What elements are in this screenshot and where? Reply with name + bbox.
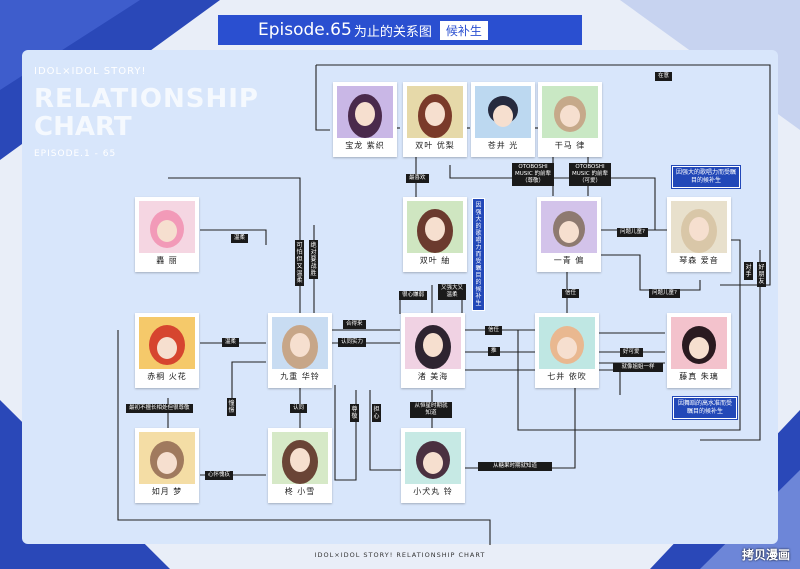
character-name: 苍井 光: [487, 141, 519, 150]
character-name: 小犬丸 铃: [413, 487, 453, 496]
character-name: 七井 依吹: [547, 372, 587, 381]
title-bar: Episode.65 为止的关系图 候补生: [218, 15, 582, 45]
label-tui: 推: [488, 347, 500, 356]
label-danxin: 担心: [372, 404, 381, 422]
label-chongbai: 憧憬: [227, 398, 236, 416]
label-wentiertong-qinsen: 问题儿童?: [617, 228, 648, 237]
portrait: [407, 201, 463, 253]
note-zhou-candidate: 因强大的歌唱力而受瞩目的候补生: [472, 198, 485, 311]
portrait: [475, 86, 531, 138]
character-name: 藤真 朱璃: [679, 372, 719, 381]
note-qinsen-candidate: 因强大的歌唱力而受瞩目的候补生: [671, 165, 741, 189]
portrait: [541, 201, 597, 253]
label-juedui: 绝对要战胜: [309, 240, 318, 279]
title-suffix: 为止的关系图: [353, 24, 432, 40]
character-card-xiaoquan: 小犬丸 铃: [401, 428, 465, 503]
portrait: [539, 317, 595, 369]
label-hendanxin: 很心嫌弱: [399, 291, 428, 300]
label-renke: 认同: [290, 404, 308, 413]
character-name: 干马 律: [554, 141, 586, 150]
note-tengzhen-candidate: 因舞蹈的高水准而受瞩目的候补生: [672, 396, 738, 420]
label-zuichubu: 最初不擅长相处但很尊敬: [126, 404, 193, 413]
label-congjiaoshi: 从糖果时期就知道: [478, 462, 552, 471]
portrait: [139, 201, 195, 253]
label-congbaowei: 从恒星时期就知道: [410, 402, 452, 418]
label-renkeshili: 认同实力: [338, 338, 367, 347]
character-name: 九重 华铃: [280, 372, 320, 381]
label-hedelai: 合得来: [343, 320, 366, 329]
portrait: [405, 317, 461, 369]
character-card-chitong: 赤桐 火花: [135, 313, 199, 388]
label-wenrou-chitong: 温柔: [222, 338, 240, 347]
label-xinren-yiqing: 信任: [562, 289, 580, 298]
character-card-yiqing: 一青 偏: [537, 197, 601, 272]
character-card-jiuzhong: 九重 华铃: [268, 313, 332, 388]
portrait: [139, 317, 195, 369]
character-name: 如月 梦: [151, 487, 183, 496]
character-card-canjing: 苍井 光: [471, 82, 535, 157]
character-name: 琴森 爱音: [679, 256, 719, 265]
side-title-relationship: RELATIONSHIP: [34, 84, 259, 114]
character-name: 柊 小雪: [284, 487, 316, 496]
character-name: 赤桐 火花: [147, 372, 187, 381]
label-keai: 好可爱: [620, 348, 643, 357]
portrait: [405, 432, 461, 484]
side-title-episodes: EPISODE.1 - 65: [34, 149, 117, 159]
label-jiuxiang: 就像姐姐一样: [613, 363, 663, 372]
label-dashou: 对手: [744, 262, 753, 280]
label-haopengyou: 好朋友: [757, 262, 766, 287]
label-kexiang: 可怕但又温柔: [295, 240, 304, 286]
label-zaiyi: 在意: [655, 72, 673, 81]
side-title-chart: CHART: [34, 112, 132, 142]
label-wentiertong-qijing: 问题儿童?: [649, 289, 680, 298]
label-xinhuaidufu: 心怀愧疚: [205, 471, 234, 480]
side-title-series: IDOL×IDOL STORY!: [34, 66, 147, 77]
portrait: [337, 86, 393, 138]
character-card-shuangye-yuli: 双叶 优梨: [403, 82, 467, 157]
character-card-shuangye-zhou: 双叶 紬: [403, 197, 467, 272]
portrait: [272, 432, 328, 484]
side-title: IDOL×IDOL STORY! RELATIONSHIP CHART EPIS…: [34, 66, 259, 159]
title-episode: Episode.65: [258, 20, 352, 40]
label-zuixihuan: 最喜欢: [406, 174, 429, 183]
portrait: [671, 317, 727, 369]
character-card-tengzhen: 藤真 朱璃: [667, 313, 731, 388]
label-youqiang: 又强大又温柔: [438, 284, 466, 300]
character-name: 渚 美海: [417, 372, 449, 381]
character-card-ling: 轟 丽: [135, 197, 199, 272]
label-xinren-zhu: 信任: [485, 326, 503, 335]
portrait: [272, 317, 328, 369]
character-name: 一青 偏: [553, 256, 585, 265]
portrait: [407, 86, 463, 138]
label-otoboshi-right: OTOBOSHI MUSIC 的前辈 （可爱）: [569, 163, 611, 186]
character-name: 双叶 优梨: [415, 141, 455, 150]
watermark: 拷贝漫画: [741, 548, 790, 562]
character-name: 宝龙 紫织: [345, 141, 385, 150]
character-card-wuzhi: 柊 小雪: [268, 428, 332, 503]
portrait: [139, 432, 195, 484]
character-card-ruyue: 如月 梦: [135, 428, 199, 503]
label-otoboshi-left: OTOBOSHI MUSIC 的前辈 （尊敬）: [512, 163, 554, 186]
character-card-qinsen: 琴森 爱音: [667, 197, 731, 272]
character-card-qianma: 干马 律: [538, 82, 602, 157]
label-wenrou-ling: 温柔: [231, 234, 249, 243]
character-name: 轟 丽: [156, 256, 178, 265]
character-name: 双叶 紬: [419, 256, 451, 265]
footer: IDOL×IDOL STORY! RELATIONSHIP CHART: [314, 551, 486, 559]
portrait: [671, 201, 727, 253]
portrait: [542, 86, 598, 138]
character-card-baolong: 宝龙 紫织: [333, 82, 397, 157]
title-tag: 候补生: [439, 20, 488, 40]
label-zunjing: 尊敬: [350, 404, 359, 422]
character-card-qijing: 七井 依吹: [535, 313, 599, 388]
character-card-zhu: 渚 美海: [401, 313, 465, 388]
